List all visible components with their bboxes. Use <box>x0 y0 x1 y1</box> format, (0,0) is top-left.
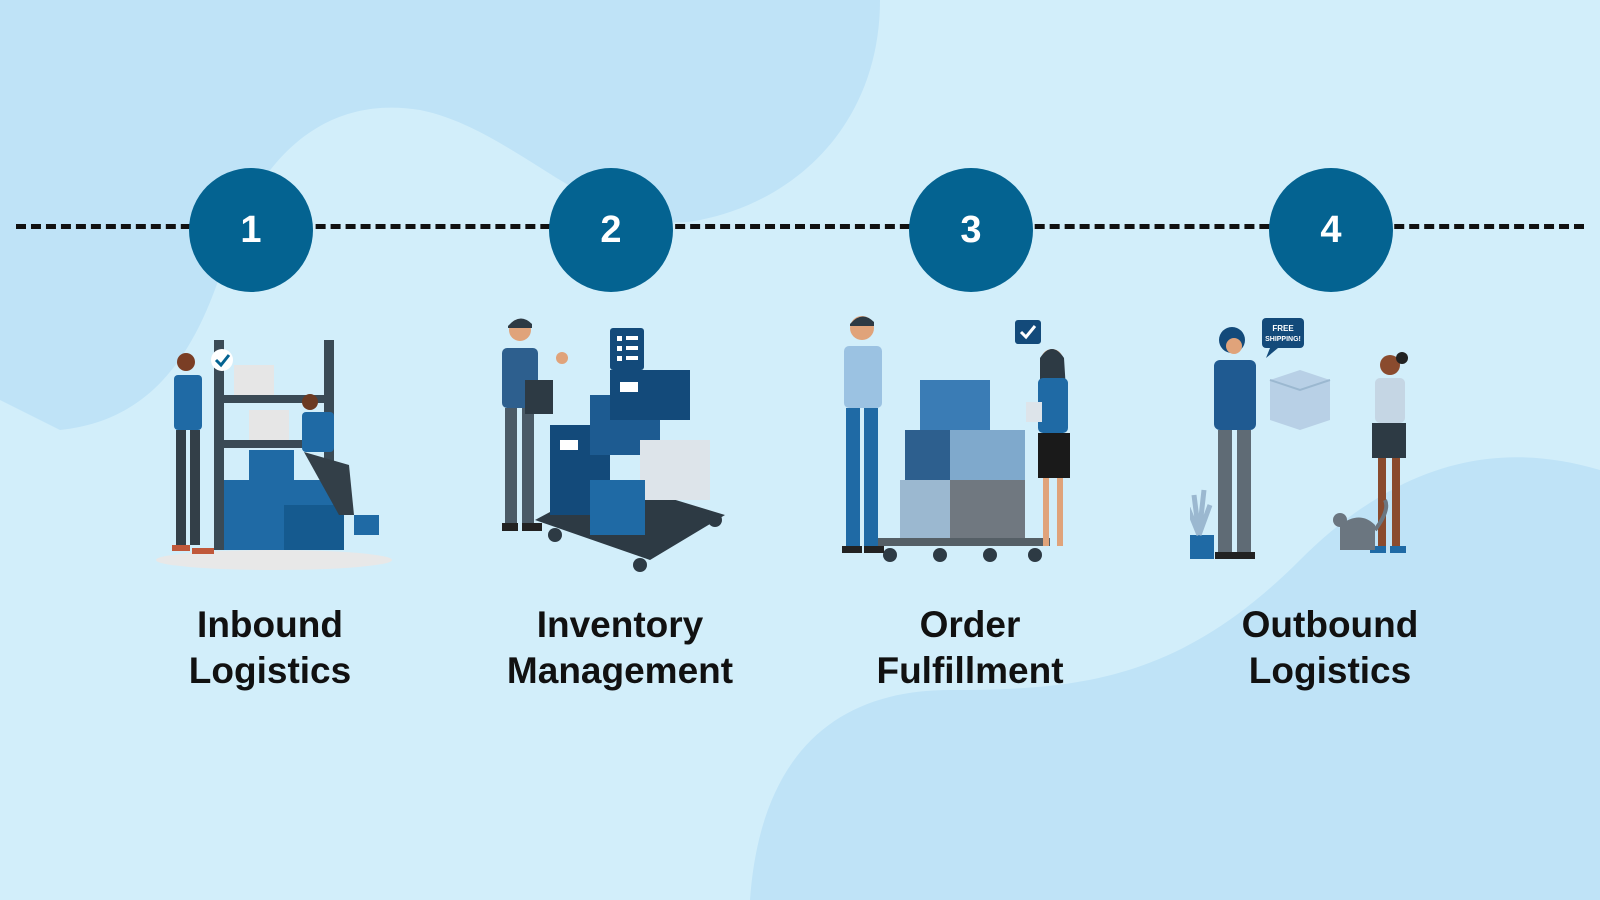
step-1: 1 Inbound Logistics <box>90 0 450 900</box>
step-2: 2 <box>450 0 810 900</box>
inventory-cart-illustration <box>502 318 725 572</box>
step-label: Inbound Logistics <box>188 604 352 691</box>
step-badge: 2 <box>549 168 673 292</box>
step-3: 3 <box>810 0 1170 900</box>
package-delivery-illustration: FREE SHIPPING! <box>1190 318 1408 559</box>
timeline-dashed-line <box>16 224 1584 229</box>
free-shipping-bubble-line1: FREE <box>1272 324 1294 333</box>
free-shipping-bubble-line2: SHIPPING! <box>1265 336 1301 343</box>
bottom-right-blob <box>750 457 1600 900</box>
step-label: Order Fulfillment <box>876 604 1064 691</box>
top-left-blob <box>0 0 880 430</box>
step-label: Outbound Logistics <box>1241 604 1419 691</box>
order-trolley-illustration <box>842 316 1070 562</box>
step-label: Inventory Management <box>506 604 734 691</box>
step-badge: 1 <box>189 168 313 292</box>
step-badge: 3 <box>909 168 1033 292</box>
step-badge: 4 <box>1269 168 1393 292</box>
warehouse-shelf-illustration <box>156 340 392 570</box>
step-4: 4 FREE SHIPPING! <box>1170 0 1530 900</box>
